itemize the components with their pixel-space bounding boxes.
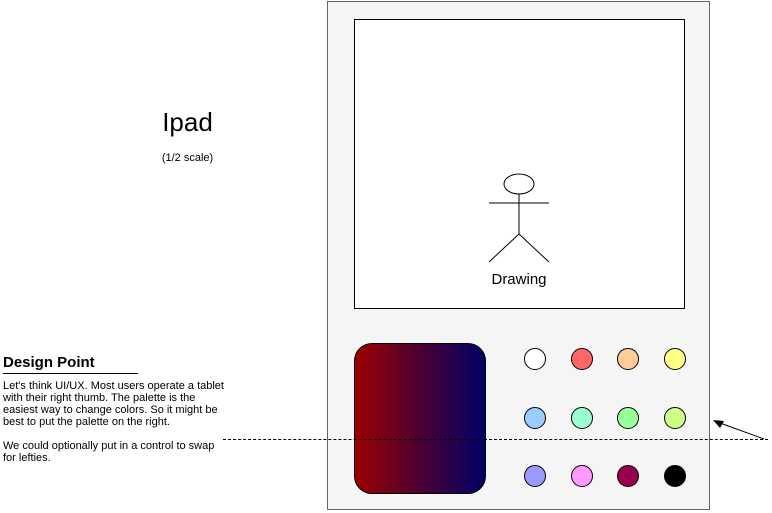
palette-color-3[interactable]	[617, 348, 639, 370]
scale-note: (1/2 scale)	[161, 152, 214, 164]
page-title: Ipad	[162, 107, 213, 137]
palette-color-4[interactable]	[664, 348, 686, 370]
palette-color-9[interactable]	[524, 465, 546, 487]
palette-color-1[interactable]	[524, 348, 546, 370]
palette-color-2[interactable]	[571, 348, 593, 370]
palette-color-7[interactable]	[617, 407, 639, 429]
drawing-label: Drawing	[491, 271, 547, 288]
palette-color-8[interactable]	[664, 407, 686, 429]
palette-color-10[interactable]	[571, 465, 593, 487]
pointer-arrow	[713, 420, 765, 440]
gradient-color-picker[interactable]	[354, 343, 486, 494]
design-point-underline	[3, 373, 138, 374]
drawing-canvas[interactable]	[354, 19, 685, 309]
design-point-text: Let's think UI/UX. Most users operate a …	[3, 380, 224, 464]
stick-figure-icon	[488, 173, 550, 263]
dashed-connector-line	[223, 439, 768, 440]
design-point-heading: Design Point	[3, 354, 95, 371]
palette-color-11[interactable]	[617, 465, 639, 487]
palette-color-12[interactable]	[664, 465, 686, 487]
palette-color-6[interactable]	[571, 407, 593, 429]
palette-color-5[interactable]	[524, 407, 546, 429]
